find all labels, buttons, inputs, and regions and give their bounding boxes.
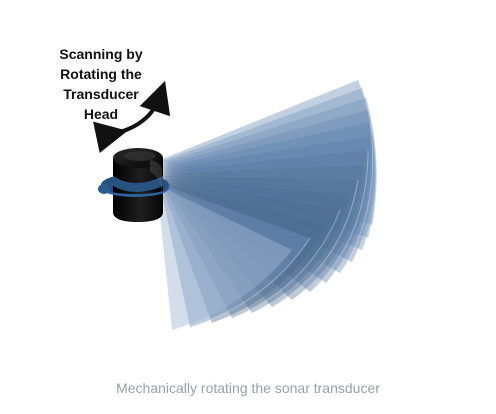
scanning-label-line: Scanning by — [59, 46, 143, 62]
beam-slice — [160, 80, 377, 225]
beam-slice — [160, 178, 350, 313]
scanning-label-line: Head — [83, 106, 119, 122]
beam-slice — [160, 184, 310, 327]
beam-slice — [160, 165, 364, 300]
figure-caption: Mechanically rotating the sonar transduc… — [116, 380, 380, 396]
beam-slice — [160, 122, 373, 273]
beam-slice — [160, 136, 371, 283]
beam-slice — [160, 186, 292, 330]
beam-slice — [160, 150, 368, 292]
sonar-beam-fan-icon — [160, 79, 377, 330]
beam-slice — [160, 98, 377, 250]
beam-slice — [160, 110, 375, 262]
scanning-label-line: Rotating the — [60, 66, 142, 82]
beam-slice — [160, 176, 358, 307]
beam-slice — [160, 180, 340, 318]
rotation-arrow-icon — [93, 80, 171, 153]
beam-slice — [160, 182, 326, 323]
scanning-label-line: Transducer — [63, 86, 139, 102]
beam-slice — [160, 88, 377, 238]
sonar-transducer-icon — [98, 148, 170, 222]
scanning-label: Scanning by Rotating the Transducer Head — [46, 44, 156, 124]
